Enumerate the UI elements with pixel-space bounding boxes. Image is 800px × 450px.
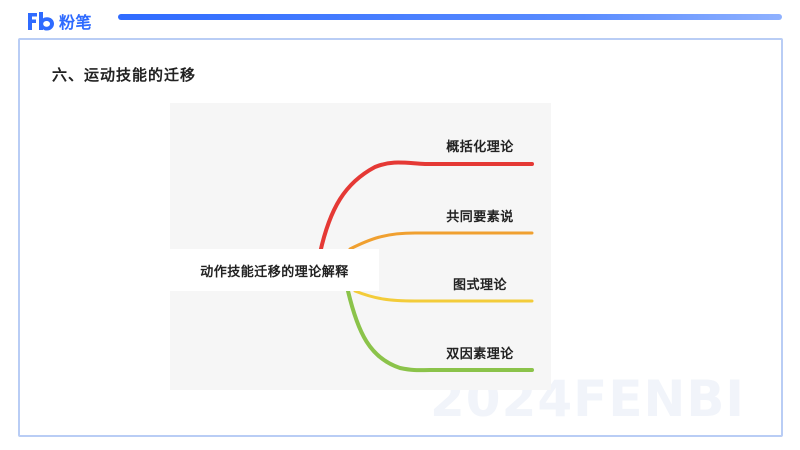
mind-map: 动作技能迁移的理论解释 概括化理论 共同要素说 图式理论 双因素理论: [170, 103, 551, 390]
branch-line-3: [353, 289, 534, 303]
branch-line-2: [348, 231, 534, 251]
branch-label-1: 概括化理论: [446, 140, 514, 155]
slide-title: 六、运动技能的迁移: [52, 66, 197, 84]
branch-label-2: 共同要素说: [446, 210, 514, 225]
brand-logo: 粉笔: [26, 9, 92, 33]
mind-map-branches: [318, 160, 534, 373]
header-accent-bar: [118, 14, 782, 20]
branch-line-4: [346, 289, 534, 373]
branch-line-1: [318, 160, 534, 255]
brand-name: 粉笔: [59, 13, 93, 32]
branch-label-3: 图式理论: [452, 278, 507, 293]
root-node: 动作技能迁移的理论解释: [170, 249, 379, 291]
fenbi-fb-logo-icon: [28, 12, 54, 31]
branch-label-4: 双因素理论: [446, 347, 514, 362]
